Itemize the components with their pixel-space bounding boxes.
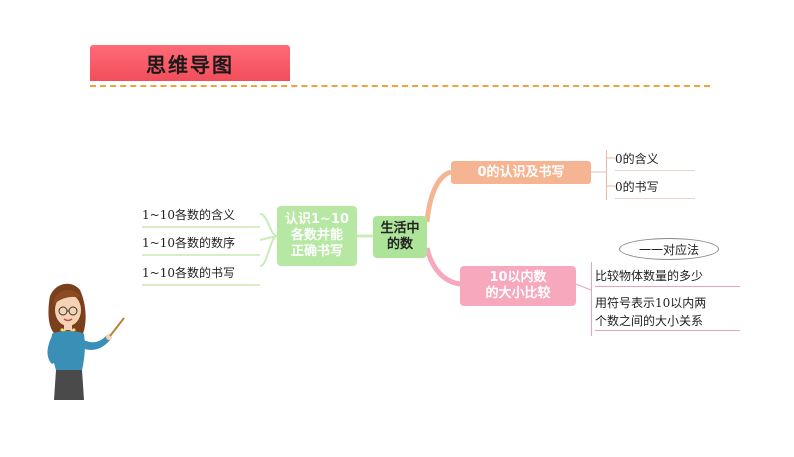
center-line1: 生活中 [380, 221, 420, 236]
bottom-leaf-symbols: 用符号表示10以内两 个数之间的大小关系 [595, 294, 740, 331]
left-leaf-order: 1~10各数的数序 [142, 230, 260, 256]
bottom-branch-bracket [591, 262, 598, 336]
title-divider [90, 85, 710, 87]
top-branch-bracket [606, 150, 613, 200]
bottom-branch-node: 10以内数的大小比较 [460, 266, 576, 306]
top-branch-node: 0的认识及书写 [451, 161, 591, 184]
left-branch-line3: 正确书写 [290, 244, 343, 259]
bottom-branch-line1: 10以内数 [489, 270, 547, 285]
teacher-illustration [47, 283, 125, 400]
bottom-leaf-compare: 比较物体数量的多少 [595, 264, 740, 287]
bottom-leaf-symbols-line1: 用符号表示10以内两 [595, 296, 707, 310]
top-leaf-writing: 0的书写 [615, 174, 695, 199]
one-to-one-bubble: 一一对应法 [619, 238, 719, 260]
left-leaf-writing: 1~10各数的书写 [142, 260, 260, 286]
left-branch-node: 认识1~10 各数并能 正确书写 [277, 206, 357, 266]
center-line2: 的数 [386, 237, 413, 252]
top-leaf-meaning: 0的含义 [615, 146, 695, 171]
page-title: 思维导图 [90, 45, 290, 81]
left-branch-line2: 各数并能 [290, 228, 343, 243]
center-node: 生活中的数 [373, 216, 427, 258]
left-branch-line1: 认识1~10 [284, 212, 350, 227]
bottom-leaf-symbols-line2: 个数之间的大小关系 [595, 314, 704, 328]
bottom-branch-line2: 的大小比较 [485, 286, 551, 301]
left-leaf-meaning: 1~10各数的含义 [142, 202, 260, 228]
